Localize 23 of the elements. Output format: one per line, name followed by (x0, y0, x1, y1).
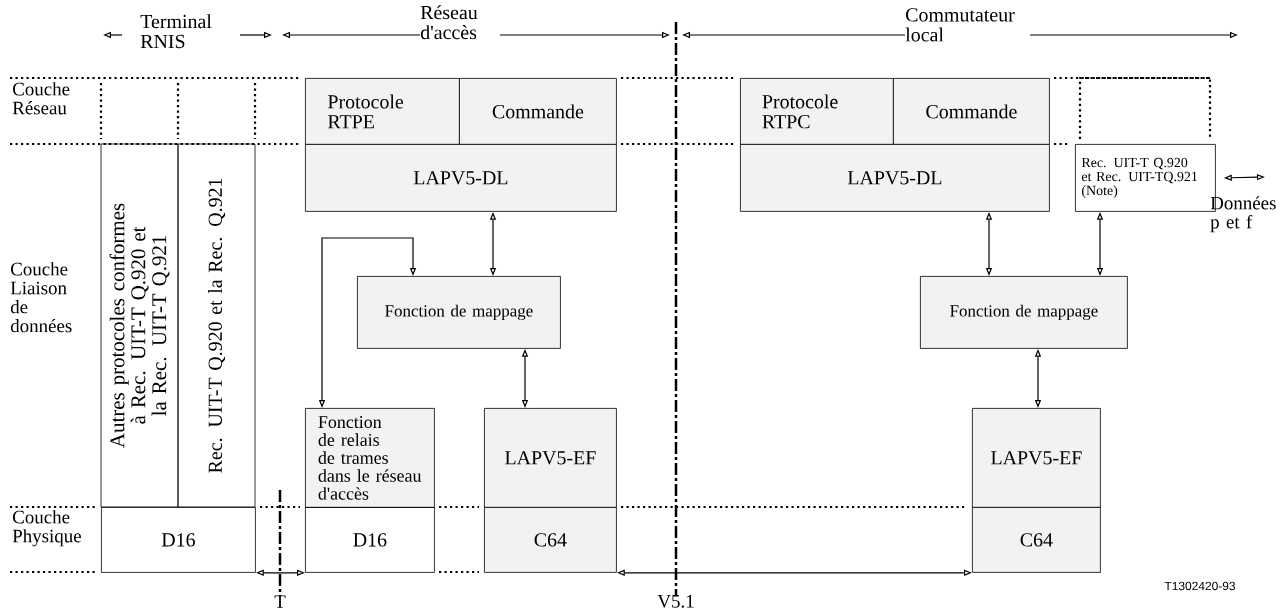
figure-number: T1302420-93 (1164, 581, 1236, 591)
layer-box: D16 (101, 507, 256, 573)
function-box: Fonction de relais de trames dans le réseau d'accès (305, 408, 435, 508)
control-box: Commande (459, 78, 617, 145)
control-box: Commande (893, 78, 1050, 145)
layer-box: LAPV5-EF (972, 408, 1101, 508)
layer-label: Couche Liaison de données (10, 262, 72, 333)
layer-box: C64 (972, 507, 1101, 573)
layer-label: Couche Physique (12, 510, 81, 547)
reference-point-label: V5.1 (657, 595, 694, 608)
function-box: Fonction de mappage (920, 276, 1128, 349)
section-label: Terminal RNIS (140, 14, 212, 49)
protocol-box: Rec. UIT-T Q.920 et la Rec. Q.921 (177, 143, 256, 508)
protocol-box: Protocole RTPE (305, 78, 460, 145)
function-box: Fonction de mappage (357, 276, 561, 349)
layer-box: LAPV5-EF (484, 408, 617, 508)
section-label: Commutateur local (905, 8, 1015, 42)
protocol-box: Autres protocoles conformes à Rec. UIT-T Q.920 et la Rec. UIT-T Q.921 (100, 143, 179, 508)
layer-box: D16 (305, 507, 435, 573)
protocol-box: Protocole RTPC (740, 78, 894, 145)
layer-box: C64 (484, 507, 617, 573)
section-label: Réseau d'accès (420, 5, 478, 40)
layer-label: Couche Réseau (12, 82, 70, 115)
